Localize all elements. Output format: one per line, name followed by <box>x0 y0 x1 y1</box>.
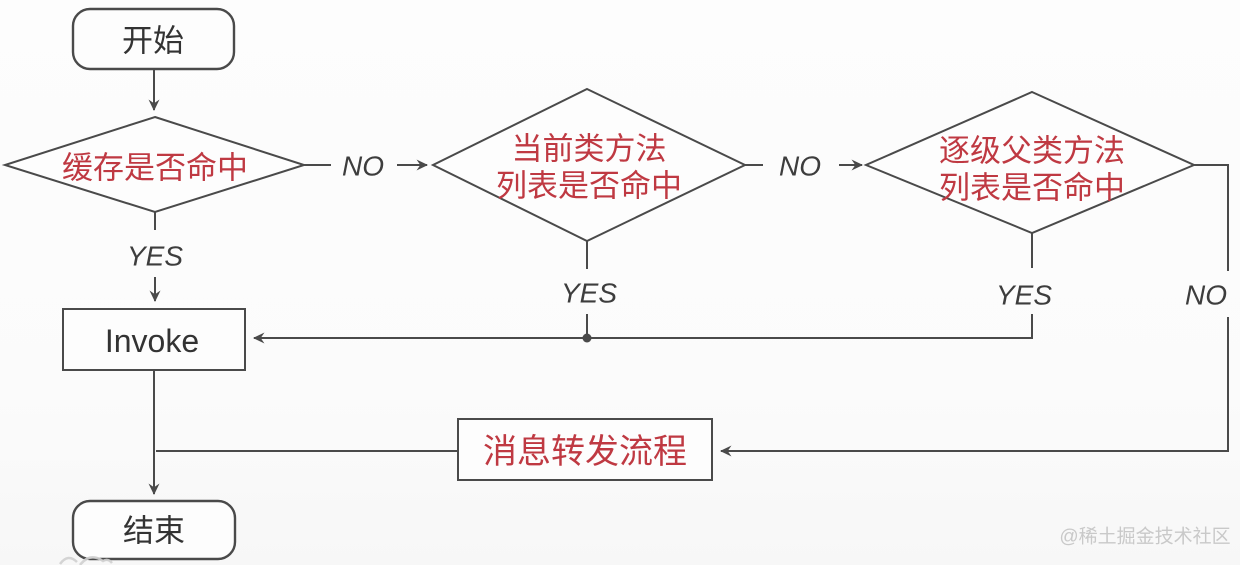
class-hit-label: YES <box>561 278 617 309</box>
bottom-edge-artifact <box>58 556 113 565</box>
cache-check-diamond <box>1 115 308 214</box>
edge-no-to-forwarding <box>720 317 1229 457</box>
start-node <box>71 7 236 71</box>
invoke-node <box>62 308 246 371</box>
super-miss-label: NO <box>1185 280 1227 311</box>
forwarding-label: 消息转发流程 <box>483 433 687 471</box>
end-node <box>71 499 237 561</box>
invoke-label: Invoke <box>105 323 199 359</box>
class-method-check-diamond <box>430 87 748 243</box>
cache-check-label: 缓存是否命中 <box>62 151 248 186</box>
watermark-text: @稀土掘金技术社区 <box>1059 526 1230 548</box>
end-label: 结束 <box>123 514 185 549</box>
class-miss-label: NO <box>779 151 821 182</box>
super-method-check-line2: 列表是否命中 <box>939 171 1125 206</box>
edge-super-no-upper <box>1194 164 1229 271</box>
forwarding-node <box>457 418 713 481</box>
super-method-check-diamond <box>863 90 1197 235</box>
start-label: 开始 <box>122 24 184 59</box>
super-hit-label: YES <box>996 280 1052 311</box>
class-method-check-line2: 列表是否命中 <box>496 169 682 204</box>
super-method-check-line1: 逐级父类方法 <box>939 134 1125 169</box>
cache-miss-label: NO <box>342 151 384 182</box>
cache-hit-label: YES <box>127 241 183 272</box>
edge-yes-bus-to-invoke <box>253 314 1033 344</box>
class-method-check-line1: 当前类方法 <box>512 132 667 167</box>
